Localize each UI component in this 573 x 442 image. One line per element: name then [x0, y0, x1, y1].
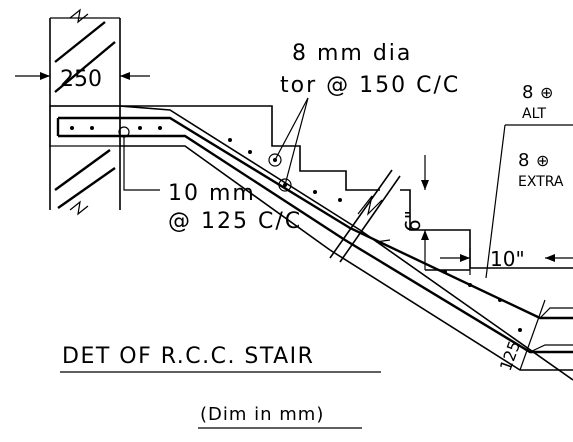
tor-icon-alt: ⊕ — [540, 83, 553, 102]
drawing-title: DET OF R.C.C. STAIR — [62, 344, 314, 369]
support-wall — [49, 8, 121, 216]
extra-bar-label-2: EXTRA — [518, 174, 564, 190]
distribution-bar-label-2: @ 125 C/C — [168, 209, 302, 234]
main-bar-label-1: 8 mm dia — [292, 41, 412, 66]
drawing-subtitle: (Dim in mm) — [200, 404, 324, 425]
tread-dimension: 10" — [440, 247, 573, 275]
tor-icon-extra: ⊕ — [536, 151, 549, 170]
reinforcement — [56, 116, 573, 354]
riser-dimension: 6" — [401, 155, 429, 270]
break-line — [329, 169, 401, 263]
tread-label: 10" — [490, 247, 525, 271]
title-block: DET OF R.C.C. STAIR (Dim in mm) — [60, 344, 381, 429]
extra-bar-label-1: 8 — [518, 150, 529, 171]
riser-label: 6" — [401, 210, 425, 232]
right-callouts: 8 ⊕ ALT 8 ⊕ EXTRA — [485, 82, 573, 279]
main-bar-callout: 8 mm dia tor @ 150 C/C — [274, 41, 460, 186]
main-bar-label-2: tor @ 150 C/C — [280, 73, 460, 98]
distribution-bar-callout: 10 mm @ 125 C/C — [123, 137, 391, 243]
waist-label: 125 — [496, 338, 524, 373]
wall-width-label: 250 — [60, 67, 102, 92]
wall-width-dimension: 250 — [15, 67, 150, 92]
stair-outline — [50, 105, 573, 381]
distribution-bar-label-1: 10 mm — [168, 181, 256, 206]
alt-bar-label-1: 8 — [522, 82, 533, 103]
alt-bar-label-2: ALT — [522, 106, 546, 122]
